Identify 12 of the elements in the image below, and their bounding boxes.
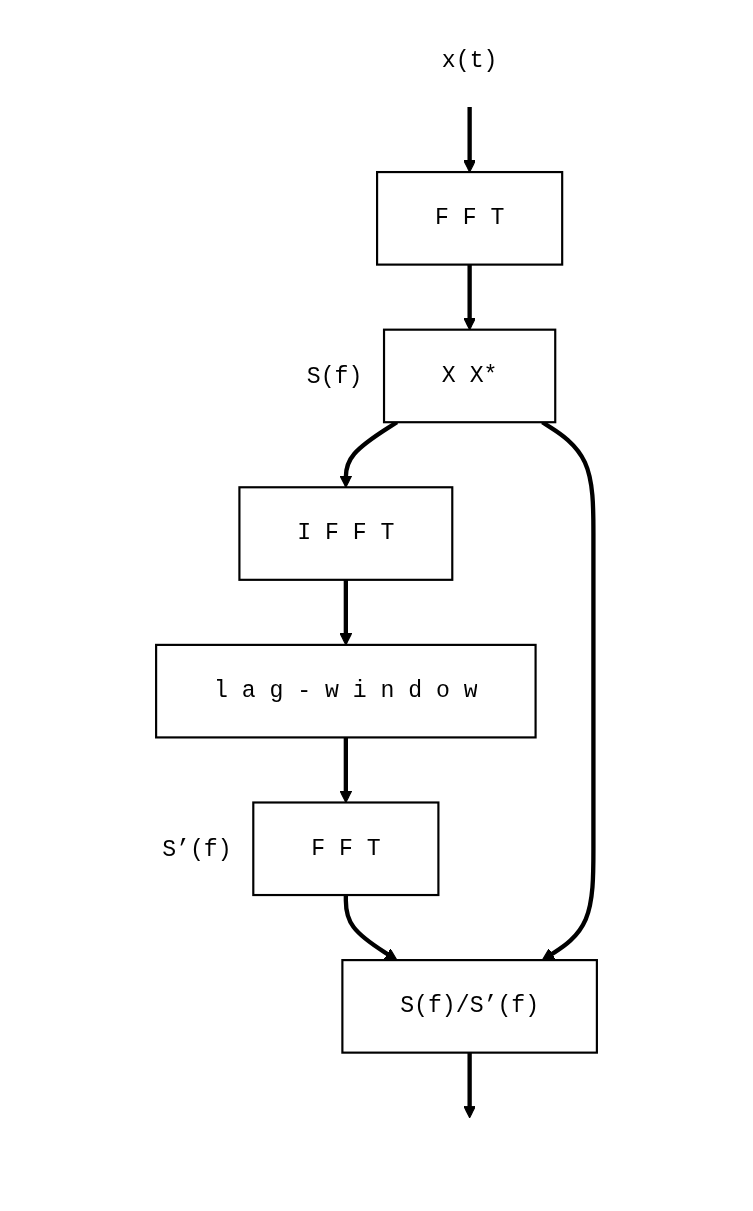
arrow [343,895,398,961]
node-text: x(t) [441,47,498,74]
node-box: F F T [252,801,440,897]
node-box: l a g - w i n d o w [155,643,537,739]
node-box: S(f)/S’(f) [341,959,598,1054]
node-box: X X* [382,328,557,424]
node-box: F F T [376,171,564,266]
node-box: I F F T [238,486,454,581]
arrow [463,107,476,173]
arrow [463,1052,476,1119]
side-label: S’(f) [162,837,232,863]
side-label: S(f) [306,364,363,391]
